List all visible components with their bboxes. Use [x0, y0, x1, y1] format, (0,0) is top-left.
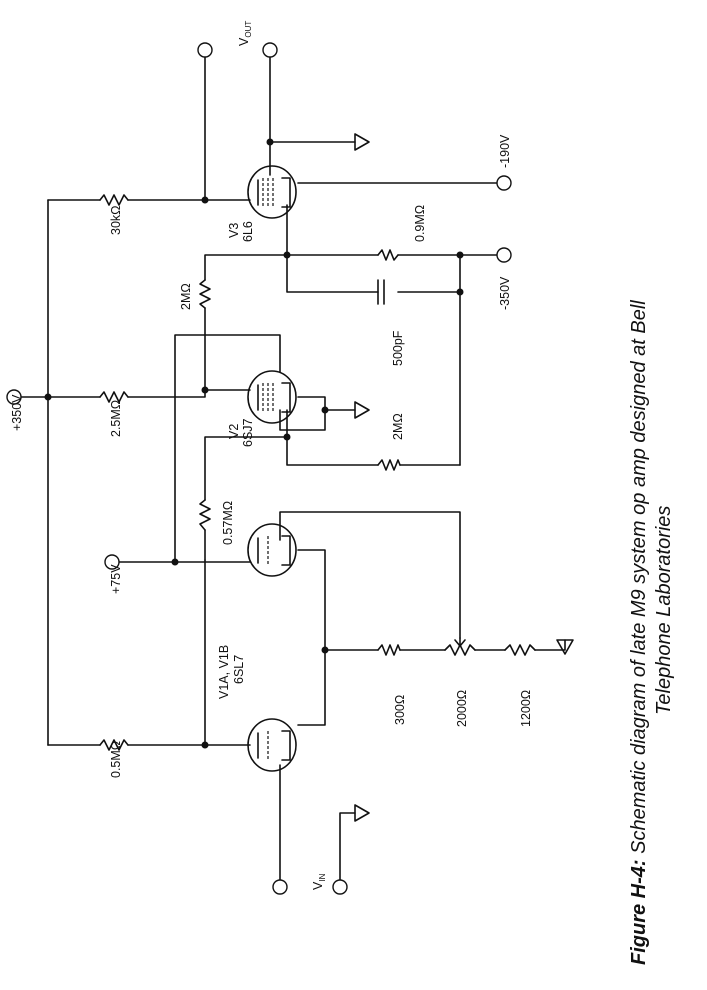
label-v3-type: 6L6	[241, 221, 255, 242]
label-r-2000: 2000Ω	[455, 690, 469, 727]
label-vout: VOUT	[237, 21, 253, 46]
ground-pot	[556, 639, 574, 655]
pot-wiper-arrow	[454, 637, 466, 647]
tube-v2	[247, 370, 297, 424]
junction-dots	[44, 138, 464, 749]
wire-2m-coupling	[204, 254, 288, 391]
terminal-pos350	[6, 389, 22, 405]
resistor-2m-coupling	[199, 279, 211, 309]
wire-vin-gnd	[339, 812, 356, 888]
ground-symbols	[354, 133, 574, 822]
resistor-1200	[504, 644, 536, 656]
resistor-2m-feedback	[377, 459, 401, 471]
labels: +350V VOUT -190V -350V +75V VIN 30kΩ 2.5…	[10, 21, 533, 890]
label-r-0-57m: 0.57MΩ	[221, 501, 235, 545]
label-neg190: -190V	[498, 134, 512, 168]
terminal-neg190	[496, 175, 512, 191]
caption-line-1: Figure H-4: Schematic diagram of late M9…	[628, 300, 650, 965]
label-r-2m-b: 2MΩ	[391, 413, 405, 440]
terminals	[6, 42, 512, 895]
wire-pos350-bus	[19, 199, 49, 746]
label-pos350: +350V	[10, 394, 24, 431]
label-v3-name: V3	[227, 223, 241, 238]
label-v2-name: V2	[227, 424, 241, 439]
tube-v1a	[247, 718, 297, 772]
ground-vin	[354, 804, 370, 822]
wire-pot-wiper	[279, 511, 461, 639]
label-pos75: +75V	[109, 564, 123, 594]
capacitor-500pf	[377, 279, 385, 305]
wire-v3-out	[269, 55, 356, 176]
label-r-0-9m: 0.9MΩ	[413, 205, 427, 242]
figure-caption: Figure H-4: Schematic diagram of late M9…	[628, 300, 675, 965]
label-v1-type: 6SL7	[232, 655, 246, 684]
label-r-30k: 30kΩ	[109, 206, 123, 236]
label-c-500p: 500pF	[391, 330, 405, 366]
resistor-0-5m	[99, 739, 129, 751]
wires	[19, 55, 566, 888]
label-r-1200: 1200Ω	[519, 690, 533, 727]
tube-v3	[247, 165, 297, 219]
terminal-pos75	[104, 554, 120, 570]
tube-v1b	[247, 523, 297, 577]
terminal-neg350	[496, 247, 512, 263]
label-r-300: 300Ω	[393, 695, 407, 725]
terminal-vin-a	[272, 879, 288, 895]
terminal-vin-b	[332, 879, 348, 895]
caption-figure-label: Figure H-4:	[628, 859, 650, 965]
resistors	[99, 194, 536, 751]
wire-v1-cathode	[297, 549, 566, 726]
terminal-vout-b	[262, 42, 278, 58]
label-v2-type: 6SJ7	[241, 418, 255, 447]
label-r-2m-a: 2MΩ	[179, 283, 193, 310]
wire-30k	[47, 55, 251, 201]
wire-2-5m	[47, 389, 251, 398]
label-neg350: -350V	[498, 276, 512, 310]
wire-v3-grid	[286, 204, 499, 293]
label-v1-name: V1A, V1B	[217, 645, 231, 699]
label-vin: VIN	[311, 873, 327, 890]
resistor-2-5m	[99, 391, 129, 403]
caption-line-2: Telephone Laboratories	[653, 506, 675, 715]
caption-text-1: Schematic diagram of late M9 system op a…	[628, 300, 650, 854]
wire-v2-grid	[204, 409, 461, 561]
resistor-0-9m	[377, 249, 399, 261]
label-r-2-5m: 2.5MΩ	[109, 400, 123, 437]
resistor-300	[377, 644, 401, 656]
wire-pos75	[111, 334, 281, 563]
wire-v2-gnd	[279, 396, 356, 431]
terminal-vout-a	[197, 42, 213, 58]
resistor-30k	[99, 194, 129, 206]
label-r-0-5m: 0.5MΩ	[109, 741, 123, 778]
resistor-0-57m	[199, 499, 211, 531]
ground-v2	[354, 401, 370, 419]
ground-v3	[354, 133, 370, 151]
